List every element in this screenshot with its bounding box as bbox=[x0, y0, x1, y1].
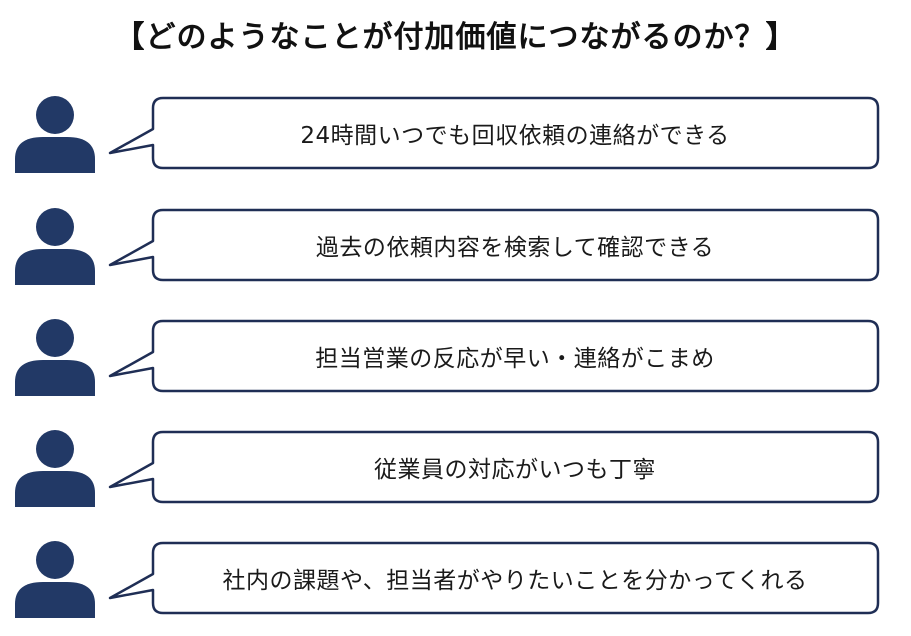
speech-bubble bbox=[108, 96, 880, 170]
bubble-text: 従業員の対応がいつも丁寧 bbox=[374, 457, 656, 483]
list-item: 担当営業の反応が早い・連絡がこまめ bbox=[0, 316, 911, 396]
speech-bubble bbox=[108, 430, 880, 504]
person-icon bbox=[15, 541, 95, 618]
speech-bubble bbox=[108, 319, 880, 393]
speech-bubble bbox=[108, 541, 880, 615]
list-item: 過去の依頼内容を検索して確認できる bbox=[0, 205, 911, 285]
list-item: 従業員の対応がいつも丁寧 bbox=[0, 427, 911, 507]
bubble-text: 社内の課題や、担当者がやりたいことを分かってくれる bbox=[222, 568, 808, 594]
bubble-text: 過去の依頼内容を検索して確認できる bbox=[315, 235, 715, 261]
person-icon bbox=[15, 430, 95, 507]
speech-bubble bbox=[108, 208, 880, 282]
bubble-text: 24時間いつでも回収依頼の連絡ができる bbox=[300, 123, 730, 149]
person-icon bbox=[15, 208, 95, 285]
person-icon bbox=[15, 96, 95, 173]
bubble-text: 担当営業の反応が早い・連絡がこまめ bbox=[315, 346, 715, 372]
list-item: 社内の課題や、担当者がやりたいことを分かってくれる bbox=[0, 538, 911, 618]
person-icon bbox=[15, 319, 95, 396]
list-item: 24時間いつでも回収依頼の連絡ができる bbox=[0, 93, 911, 173]
page-title: 【どのようなことが付加価値につながるのか？】 bbox=[114, 20, 797, 55]
